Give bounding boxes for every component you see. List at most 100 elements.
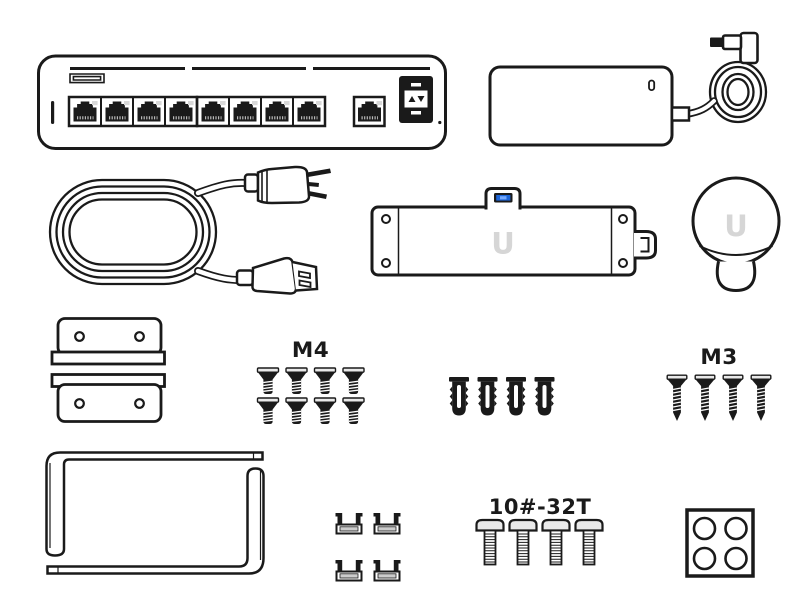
m3-screw-4	[750, 374, 772, 422]
cover-u-logo: U	[724, 209, 748, 243]
cable-clips-group	[334, 512, 402, 582]
plug-blades	[307, 168, 331, 199]
dc-plug-body	[739, 31, 759, 65]
c13-body	[251, 256, 298, 295]
rj45-port-5	[199, 99, 228, 124]
usb-port-highlight	[500, 196, 507, 200]
power-cord-illustration	[48, 165, 331, 295]
sfp-tab-bottom	[411, 111, 421, 115]
l-bracket-bottom-right-edges	[57, 470, 262, 574]
cord-loop-4	[68, 198, 198, 266]
rj45-port-8	[295, 99, 324, 124]
gateway-switch-illustration	[37, 54, 447, 150]
m4-screw-8	[342, 397, 365, 425]
wan-port-box	[352, 95, 386, 128]
m4-screw-1	[256, 367, 280, 395]
m3-label: M3	[700, 345, 737, 370]
port-group-1-dividers	[100, 97, 166, 126]
coil-ring-2	[713, 65, 763, 119]
rj45-port-6	[231, 99, 260, 124]
c13-slots	[298, 270, 312, 289]
mount-hole-top-right	[618, 214, 628, 224]
m4-screws-group: M4	[256, 338, 365, 425]
plug-body	[256, 165, 311, 205]
wall-anchor-2	[477, 377, 498, 416]
rubber-foot-1	[692, 516, 717, 541]
l-bracket-bottom-right	[46, 467, 265, 575]
wall-anchor-1	[449, 377, 469, 416]
wall-anchor-4	[534, 377, 555, 416]
m4-screw-6	[285, 397, 308, 425]
adapter-body	[488, 65, 674, 147]
dc-barrel-tip	[710, 37, 724, 47]
m3-screw-1	[666, 374, 688, 422]
bracket-a-hole-right	[134, 331, 145, 342]
mount-plate-u-logo: U	[491, 227, 515, 261]
c13-connector	[235, 256, 319, 295]
mount-hole-bottom-left	[381, 258, 391, 268]
sfp-arrows	[408, 96, 425, 102]
dc-plug-neck	[721, 34, 743, 51]
machine-screws-group: 10#-32T	[475, 495, 604, 566]
cord-loop-1	[48, 178, 218, 286]
nema-wall-plug	[243, 165, 331, 205]
coil-ring-4	[726, 77, 750, 107]
sfp-module	[399, 76, 433, 123]
l-bracket-frame-illustration	[45, 451, 265, 575]
feet-sheet	[685, 508, 755, 578]
l-bracket-top-left	[45, 451, 264, 557]
coil-ring-3	[721, 72, 755, 112]
cable-clip-1	[334, 512, 364, 535]
reset-button-dot	[438, 120, 442, 125]
adapter-cable-coil	[708, 60, 768, 124]
cable-clip-3	[334, 559, 364, 582]
rubber-foot-2	[724, 516, 748, 541]
cord-loop-2	[55, 185, 211, 279]
machine-screw-4	[574, 518, 604, 566]
plug-ridges	[261, 170, 268, 203]
m4-screw-7	[313, 397, 337, 425]
cord-to-c13-core	[195, 268, 243, 283]
mount-hole-top-left	[381, 214, 391, 224]
bracket-a-hole-left	[74, 331, 85, 342]
cable-clip-4	[372, 559, 402, 582]
m4-screw-4	[342, 367, 365, 395]
port-group-2-dividers	[228, 97, 294, 126]
sfp-tab-top	[411, 83, 421, 87]
l-bracket-top-left-edges	[49, 453, 255, 548]
rj45-port-9	[356, 99, 384, 124]
silicone-cover-illustration: U	[691, 176, 781, 293]
m4-screw-3	[313, 367, 337, 395]
cover-funnel	[715, 261, 757, 293]
mount-plate-seams	[397, 207, 613, 275]
rubber-foot-3	[692, 546, 717, 571]
rj45-port-4	[167, 99, 196, 124]
bracket-a-flange	[50, 350, 166, 366]
bracket-b-body	[56, 383, 163, 423]
cord-to-plug-core	[195, 180, 250, 196]
m3-screws-group: M3	[666, 345, 772, 422]
status-led-bar	[51, 101, 55, 124]
mount-hole-bottom-right	[618, 258, 628, 268]
wall-anchors-group	[449, 377, 555, 416]
bracket-a-body	[56, 317, 163, 356]
bracket-b-hole-left	[74, 398, 85, 409]
sd-card-slot	[69, 73, 105, 84]
dc-barrel-plug	[710, 31, 759, 65]
mount-plate-side-tab	[634, 230, 657, 260]
small-brackets-illustration	[50, 317, 166, 423]
wall-anchor-3	[506, 377, 526, 416]
mount-plate-illustration: U	[370, 187, 657, 277]
m3-screw-2	[694, 374, 716, 422]
m4-label: M4	[292, 338, 329, 363]
machine-screw-label: 10#-32T	[489, 495, 592, 519]
cord-loop-3	[61, 191, 205, 273]
rubber-feet-illustration	[685, 508, 755, 578]
m4-screw-5	[256, 397, 280, 425]
machine-screw-2	[508, 518, 538, 566]
m4-screw-2	[285, 367, 308, 395]
sfp-latch-band	[404, 90, 428, 108]
rj45-port-3	[135, 99, 164, 124]
c13-neck	[235, 269, 255, 287]
